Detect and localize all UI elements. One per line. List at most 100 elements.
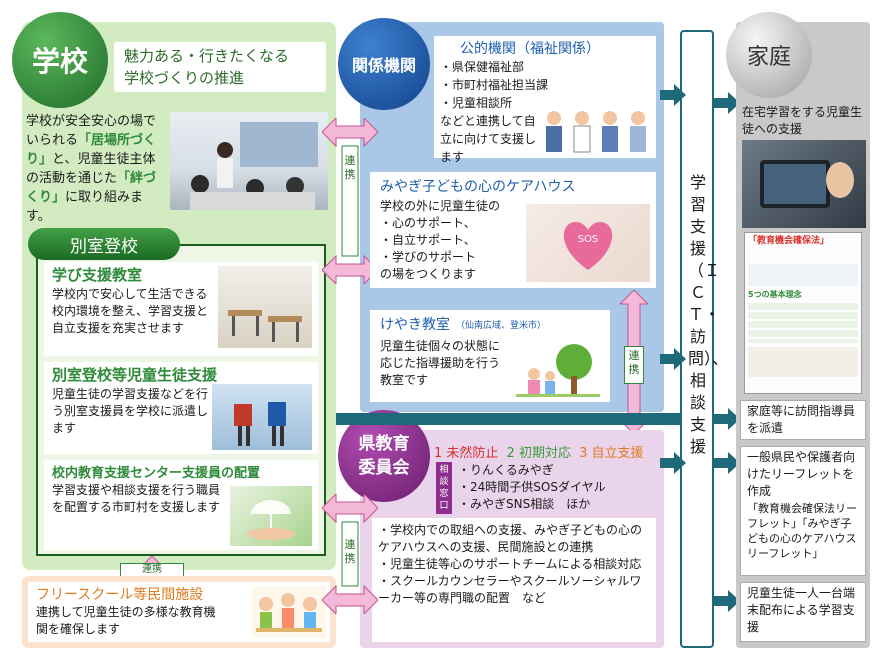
kyoiku-stages: 1 未然防止 2 初期対応 3 自立支援	[434, 442, 644, 461]
double-arrow-icon	[322, 118, 378, 284]
leaflet-head: 「教育機会確保法」	[748, 236, 830, 246]
arrow-column-to-home-1-icon	[714, 92, 740, 114]
school-title: 学校	[31, 45, 88, 78]
home-box-3: 児童生徒一人一台端末配布による学習支援	[740, 582, 866, 642]
bessitsu-title: 別室登校	[70, 236, 138, 257]
home-box-1: 家庭等に訪問指導員を派遣	[740, 400, 866, 440]
public-title: 公的機関（福祉関係）	[460, 41, 600, 57]
public-item-3: ・児童相談所	[440, 96, 513, 110]
kyoiku-items-box: ・学校内での取組への支援、みやぎ子どもの心のケアハウスへの支援、民間施設との連携…	[372, 518, 656, 642]
arrow-keyaki-to-column-icon	[660, 348, 686, 370]
freeschool-text: 連携して児童生徒の多様な教育機関を確保します	[36, 605, 216, 636]
classroom-photo	[170, 112, 328, 210]
home-title-badge: 家庭	[726, 12, 812, 98]
home-box-3-text: 児童生徒一人一台端末配布による学習支援	[747, 586, 856, 634]
leaflet-image: 「教育機会確保法」 5つの基本理念	[744, 232, 862, 394]
public-item-2: ・市町村福祉担当課	[440, 78, 549, 92]
kyoiku-title-badge: 県教育 委員会	[338, 410, 430, 502]
madoguchi-label: 相談窓口	[439, 465, 449, 511]
classroom-desks-photo	[218, 266, 312, 348]
renkei-label-3: 連携	[624, 346, 644, 384]
manabi-text: 学校内で安心して生活できる校内環境を整え、学習支援と自立支援を充実させます	[52, 287, 209, 335]
staff-illustration	[542, 106, 652, 154]
renkei-school-kankei: 連携	[322, 118, 378, 284]
public-text: などと連携して自立に向けて支援します	[440, 114, 537, 164]
school-subtitle-line1: 魅力ある・行きたくなる	[124, 47, 290, 65]
home-box-1-text: 家庭等に訪問指導員を派遣	[747, 404, 856, 435]
school-desc-mid: と、児童生徒主体の活動を通じた	[26, 152, 156, 186]
madoguchi-badge: 相談窓口	[436, 462, 452, 514]
kyoiku-item-1: ・学校内での取組への支援、みやぎ子どもの心のケアハウスへの支援、民間施設との連携	[378, 523, 643, 554]
students-walking-photo	[212, 384, 312, 450]
renkei-school-kyoiku: 連携	[322, 494, 378, 614]
freeschool-panel: フリースクール等民間施設 連携して児童生徒の多様な教育機関を確保します	[22, 576, 336, 648]
keyaki-subtitle: （仙南広域、登米市）	[456, 321, 547, 331]
center-support-label: 学習支援（ＩＣＴ・訪問）、相談支援	[688, 173, 729, 456]
carehouse-box: みやぎ子どもの心のケアハウス 学校の外に児童生徒の ・心のサポート、 ・自立サポ…	[370, 172, 656, 288]
madoguchi-list: ・りんくるみやぎ ・24時間子供SOSダイヤル ・みやぎSNS相談 ほか	[458, 462, 658, 513]
keyaki-box: けやき教室 （仙南広域、登米市） 児童生徒個々の状態に応じた指導援助を行う教室で…	[370, 310, 610, 402]
classroom-illustration	[190, 122, 318, 210]
arrow-column-to-home-3-icon	[714, 452, 740, 474]
renkei-label-4: 連携	[344, 538, 356, 565]
connector-band	[336, 413, 682, 425]
stage-2: 2 初期対応	[506, 446, 571, 461]
home-text-1: 在宅学習をする児童生徒への支援	[742, 105, 863, 136]
madoguchi-item-1: ・りんくるみやぎ	[458, 463, 554, 477]
hands-umbrella-photo	[230, 486, 312, 546]
public-list: ・県保健福祉部 ・市町村福祉担当課 ・児童相談所 などと連携して自立に向けて支援…	[440, 58, 550, 166]
school-desc-pre: 学校が安全安心の場でいられる	[26, 114, 157, 148]
carehouse-line-2: ・心のサポート、	[380, 216, 476, 230]
children-illustration	[252, 586, 326, 638]
kankei-title: 関係機関	[351, 56, 416, 75]
madoguchi-item-3: ・みやぎSNS相談 ほか	[458, 497, 591, 511]
home-box-2-text: 一般県民や保護者向けたリーフレットを作成	[747, 450, 856, 498]
carehouse-line-3: ・自立サポート、	[380, 233, 476, 247]
tablet-photo	[742, 140, 866, 228]
kyoiku-title-line1: 県教育	[358, 434, 410, 454]
school-title-badge: 学校	[12, 12, 108, 108]
sos-heart-photo: SOS	[526, 204, 650, 282]
renkei-kankei-kyoiku: 連携	[620, 290, 648, 434]
home-box-2-sub: 「教育機会確保法リーフレット」「みやぎ子どもの心のケアハウスリーフレット」	[747, 502, 857, 560]
freeschool-title: フリースクール等民間施設	[36, 587, 204, 603]
carehouse-line-4: ・学びのサポート	[380, 250, 477, 264]
shien-title: 別室登校等児童生徒支援	[52, 366, 218, 384]
school-subtitle-box: 魅力ある・行きたくなる 学校づくりの推進	[114, 42, 326, 92]
carehouse-title: みやぎ子どもの心のケアハウス	[380, 179, 576, 195]
center-support-column: 学習支援（ＩＣＴ・訪問）、相談支援	[680, 30, 729, 648]
public-item-1: ・県保健福祉部	[440, 60, 525, 74]
carehouse-text: 学校の外に児童生徒の ・心のサポート、 ・自立サポート、 ・学びのサポート の場…	[380, 198, 520, 283]
madoguchi-item-2: ・24時間子供SOSダイヤル	[458, 480, 606, 494]
shien-text: 児童生徒の学習支援などを行う別室支援員を学校に派遣します	[52, 387, 209, 435]
arrow-kyoiku-to-column-icon	[660, 452, 686, 474]
manabi-title: 学び支援教室	[52, 266, 143, 284]
renkei-label-1: 連携	[120, 563, 184, 577]
arrow-kankei-to-column-icon	[660, 84, 686, 106]
stage-3: 3 自立支援	[579, 446, 644, 461]
tree-illustration	[512, 340, 604, 398]
kyoiku-item-3: ・スクールカウンセラーやスクールソーシャルワーカー等の専門職の配置 など	[378, 574, 642, 605]
kyoiku-title-line2: 委員会	[358, 458, 410, 478]
school-description: 学校が安全安心の場でいられる「居場所づくり」と、児童生徒主体の活動を通じた「絆づ…	[26, 112, 166, 226]
leaflet-sub: 5つの基本理念	[748, 290, 802, 299]
bessitsu-section-manabi: 学び支援教室 学校内で安心して生活できる校内環境を整え、学習支援と自立支援を充実…	[44, 262, 318, 356]
center-text: 学習支援や相談支援を行う職員を配置する市町村を支援します	[52, 483, 221, 514]
keyaki-text: 児童生徒個々の状態に応じた指導援助を行う教室です	[380, 339, 501, 387]
sos-label: SOS	[577, 234, 599, 245]
school-subtitle-line2: 学校づくりの推進	[124, 69, 245, 87]
carehouse-line-1: 学校の外に児童生徒の	[380, 199, 501, 213]
arrow-column-to-home-2-icon	[714, 408, 740, 430]
kyoiku-item-2: ・児童生徒等心のサポートチームによる相談対応	[378, 557, 642, 571]
home-title: 家庭	[746, 45, 791, 70]
public-institutions-box: 公的機関（福祉関係） ・県保健福祉部 ・市町村福祉担当課 ・児童相談所 などと連…	[434, 36, 656, 164]
arrow-column-to-home-4-icon	[714, 590, 740, 612]
double-arrow-icon-2	[322, 494, 378, 614]
stage-1: 1 未然防止	[434, 446, 499, 461]
kankei-title-badge: 関係機関	[338, 18, 430, 110]
bessitsu-title-badge: 別室登校	[28, 228, 180, 260]
renkei-label-2: 連携	[344, 154, 356, 181]
bessitsu-section-center: 校内教育支援センター支援員の配置 学習支援や相談支援を行う職員を配置する市町村を…	[44, 460, 318, 550]
home-box-2: 一般県民や保護者向けたリーフレットを作成 「教育機会確保法リーフレット」「みやぎ…	[740, 446, 866, 576]
carehouse-line-5: の場をつくります	[380, 267, 477, 281]
